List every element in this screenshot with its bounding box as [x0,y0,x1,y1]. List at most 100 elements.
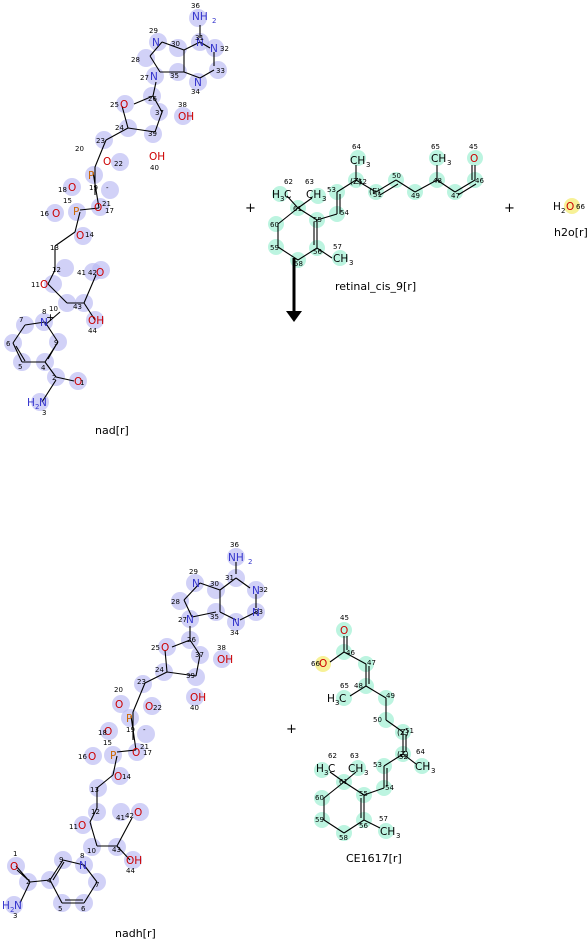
svg-text:48: 48 [433,177,442,185]
svg-text:23: 23 [137,678,146,686]
svg-text:O: O [104,726,112,738]
svg-text:O: O [132,747,140,759]
svg-text:O: O [114,771,122,783]
svg-text:55: 55 [313,216,322,224]
svg-text:58: 58 [294,260,303,268]
svg-text:-: - [106,184,109,192]
svg-text:50: 50 [373,716,382,724]
svg-text:36: 36 [191,2,200,10]
svg-text:17: 17 [143,749,152,757]
svg-text:45: 45 [340,614,349,622]
svg-text:23: 23 [96,137,105,145]
svg-text:N: N [252,585,260,597]
svg-text:56: 56 [359,822,368,830]
svg-text:N: N [186,614,194,626]
svg-text:1: 1 [13,850,17,858]
svg-text:37: 37 [195,651,204,659]
svg-text:7: 7 [19,316,23,324]
svg-text:7: 7 [95,881,99,889]
svg-text:30: 30 [210,580,219,588]
svg-text:51: 51 [373,191,382,199]
svg-text:29: 29 [149,27,158,35]
svg-text:61: 61 [293,205,302,213]
retinal-bonds [277,165,477,261]
svg-text:O: O [340,625,348,637]
svg-text:P: P [73,206,79,218]
svg-text:O: O [470,153,478,165]
svg-text:CH: CH [415,761,430,773]
plus-sign: + [504,201,515,216]
svg-text:N: N [192,578,200,590]
svg-text:63: 63 [305,178,314,186]
svg-text:37: 37 [155,109,164,117]
svg-text:(Z): (Z) [397,750,409,759]
svg-text:38: 38 [178,101,187,109]
svg-text:60: 60 [315,794,324,802]
svg-text:3: 3 [349,259,353,267]
nad-bonds [12,25,215,403]
svg-text:21: 21 [140,743,149,751]
ce1617-atom-numbers: 45 46 66 47 48 65 49 50 51 52 64 53 54 5… [311,614,425,842]
svg-text:52: 52 [399,753,408,761]
svg-text:NH: NH [192,11,208,23]
svg-text:58: 58 [339,834,348,842]
svg-text:11: 11 [31,281,40,289]
svg-text:P: P [110,750,116,762]
svg-text:24: 24 [155,666,164,674]
reaction-arrow-icon [286,258,302,322]
svg-text:2: 2 [10,906,14,914]
svg-text:26: 26 [187,636,196,644]
svg-text:OH: OH [126,855,142,867]
ce1617-highlights [314,622,430,841]
svg-text:53: 53 [327,186,336,194]
svg-text:16: 16 [40,210,49,218]
svg-text:33: 33 [254,608,263,616]
svg-text:O: O [76,230,84,242]
svg-text:50: 50 [392,172,401,180]
svg-text:CH: CH [431,153,446,165]
svg-text:2: 2 [212,17,216,25]
svg-text:38: 38 [217,644,226,652]
svg-text:61: 61 [339,778,348,786]
svg-text:4: 4 [47,877,52,885]
svg-text:59: 59 [270,244,279,252]
nad-name-label: nad[r] [95,424,129,437]
svg-text:3: 3 [396,832,400,840]
svg-text:14: 14 [122,773,131,781]
svg-text:5: 5 [58,905,62,913]
svg-text:CH: CH [350,155,365,167]
svg-text:53: 53 [373,761,382,769]
svg-text:31: 31 [225,574,234,582]
svg-text:18: 18 [98,729,107,737]
svg-text:56: 56 [313,248,322,256]
svg-text:51: 51 [405,727,414,735]
svg-text:C: C [328,763,335,775]
svg-text:30: 30 [171,40,180,48]
svg-text:64: 64 [352,143,361,151]
svg-text:N: N [210,43,218,55]
svg-text:3: 3 [322,195,326,203]
svg-text:O: O [88,751,96,763]
svg-text:49: 49 [386,692,395,700]
svg-text:O: O [74,376,82,388]
svg-text:H: H [553,201,561,213]
svg-text:46: 46 [475,177,484,185]
svg-text:19: 19 [89,184,98,192]
nadh-name-label: nadh[r] [115,927,156,939]
svg-text:63: 63 [350,752,359,760]
svg-text:28: 28 [131,56,140,64]
svg-text:N: N [152,37,160,49]
svg-text:15: 15 [103,739,112,747]
ce1617-name-label: CE1617[r] [346,852,402,865]
svg-text:CH: CH [348,763,363,775]
svg-text:4: 4 [41,364,46,372]
svg-text:OH: OH [149,151,165,163]
svg-text:65: 65 [431,143,440,151]
svg-text:2: 2 [248,558,252,566]
svg-text:49: 49 [411,192,420,200]
svg-text:2: 2 [561,207,565,215]
svg-text:CH: CH [380,826,395,838]
